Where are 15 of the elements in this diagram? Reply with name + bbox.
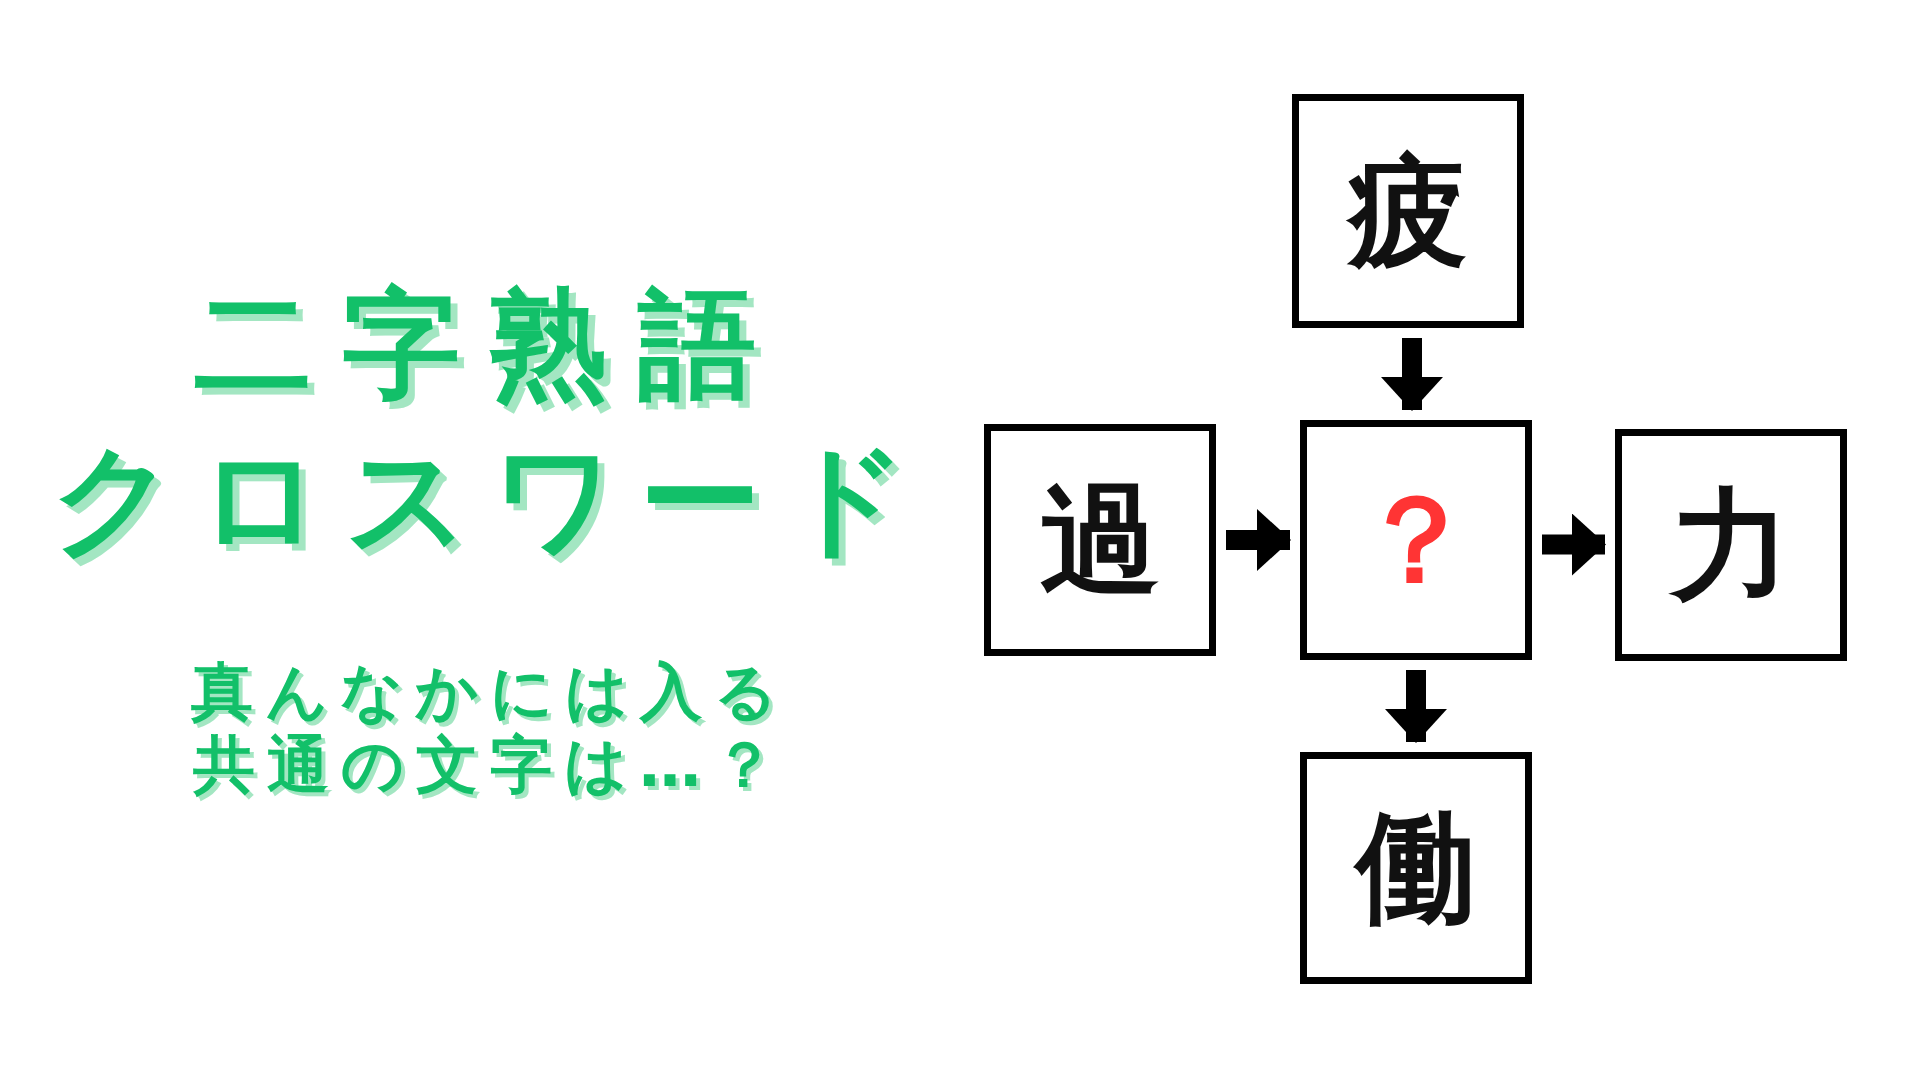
kanji-character: 過 [1040, 480, 1160, 600]
question-mark: ？ [1356, 480, 1476, 600]
arrow [1542, 513, 1606, 576]
answer-box [1300, 420, 1532, 660]
question-text: 真んなかには入る共通の文字は…？ [190, 655, 790, 802]
arrow [1226, 509, 1291, 571]
kanji-character: 疲 [1348, 151, 1468, 271]
arrow [1381, 338, 1443, 411]
kanji-box [1615, 429, 1847, 661]
kanji-box [1300, 752, 1532, 984]
kanji-box [984, 424, 1216, 656]
arrow [1385, 670, 1447, 743]
title-heading: 二字熟語 [193, 280, 787, 410]
title-line: クロスワード [49, 432, 931, 567]
kanji-box [1292, 94, 1524, 328]
